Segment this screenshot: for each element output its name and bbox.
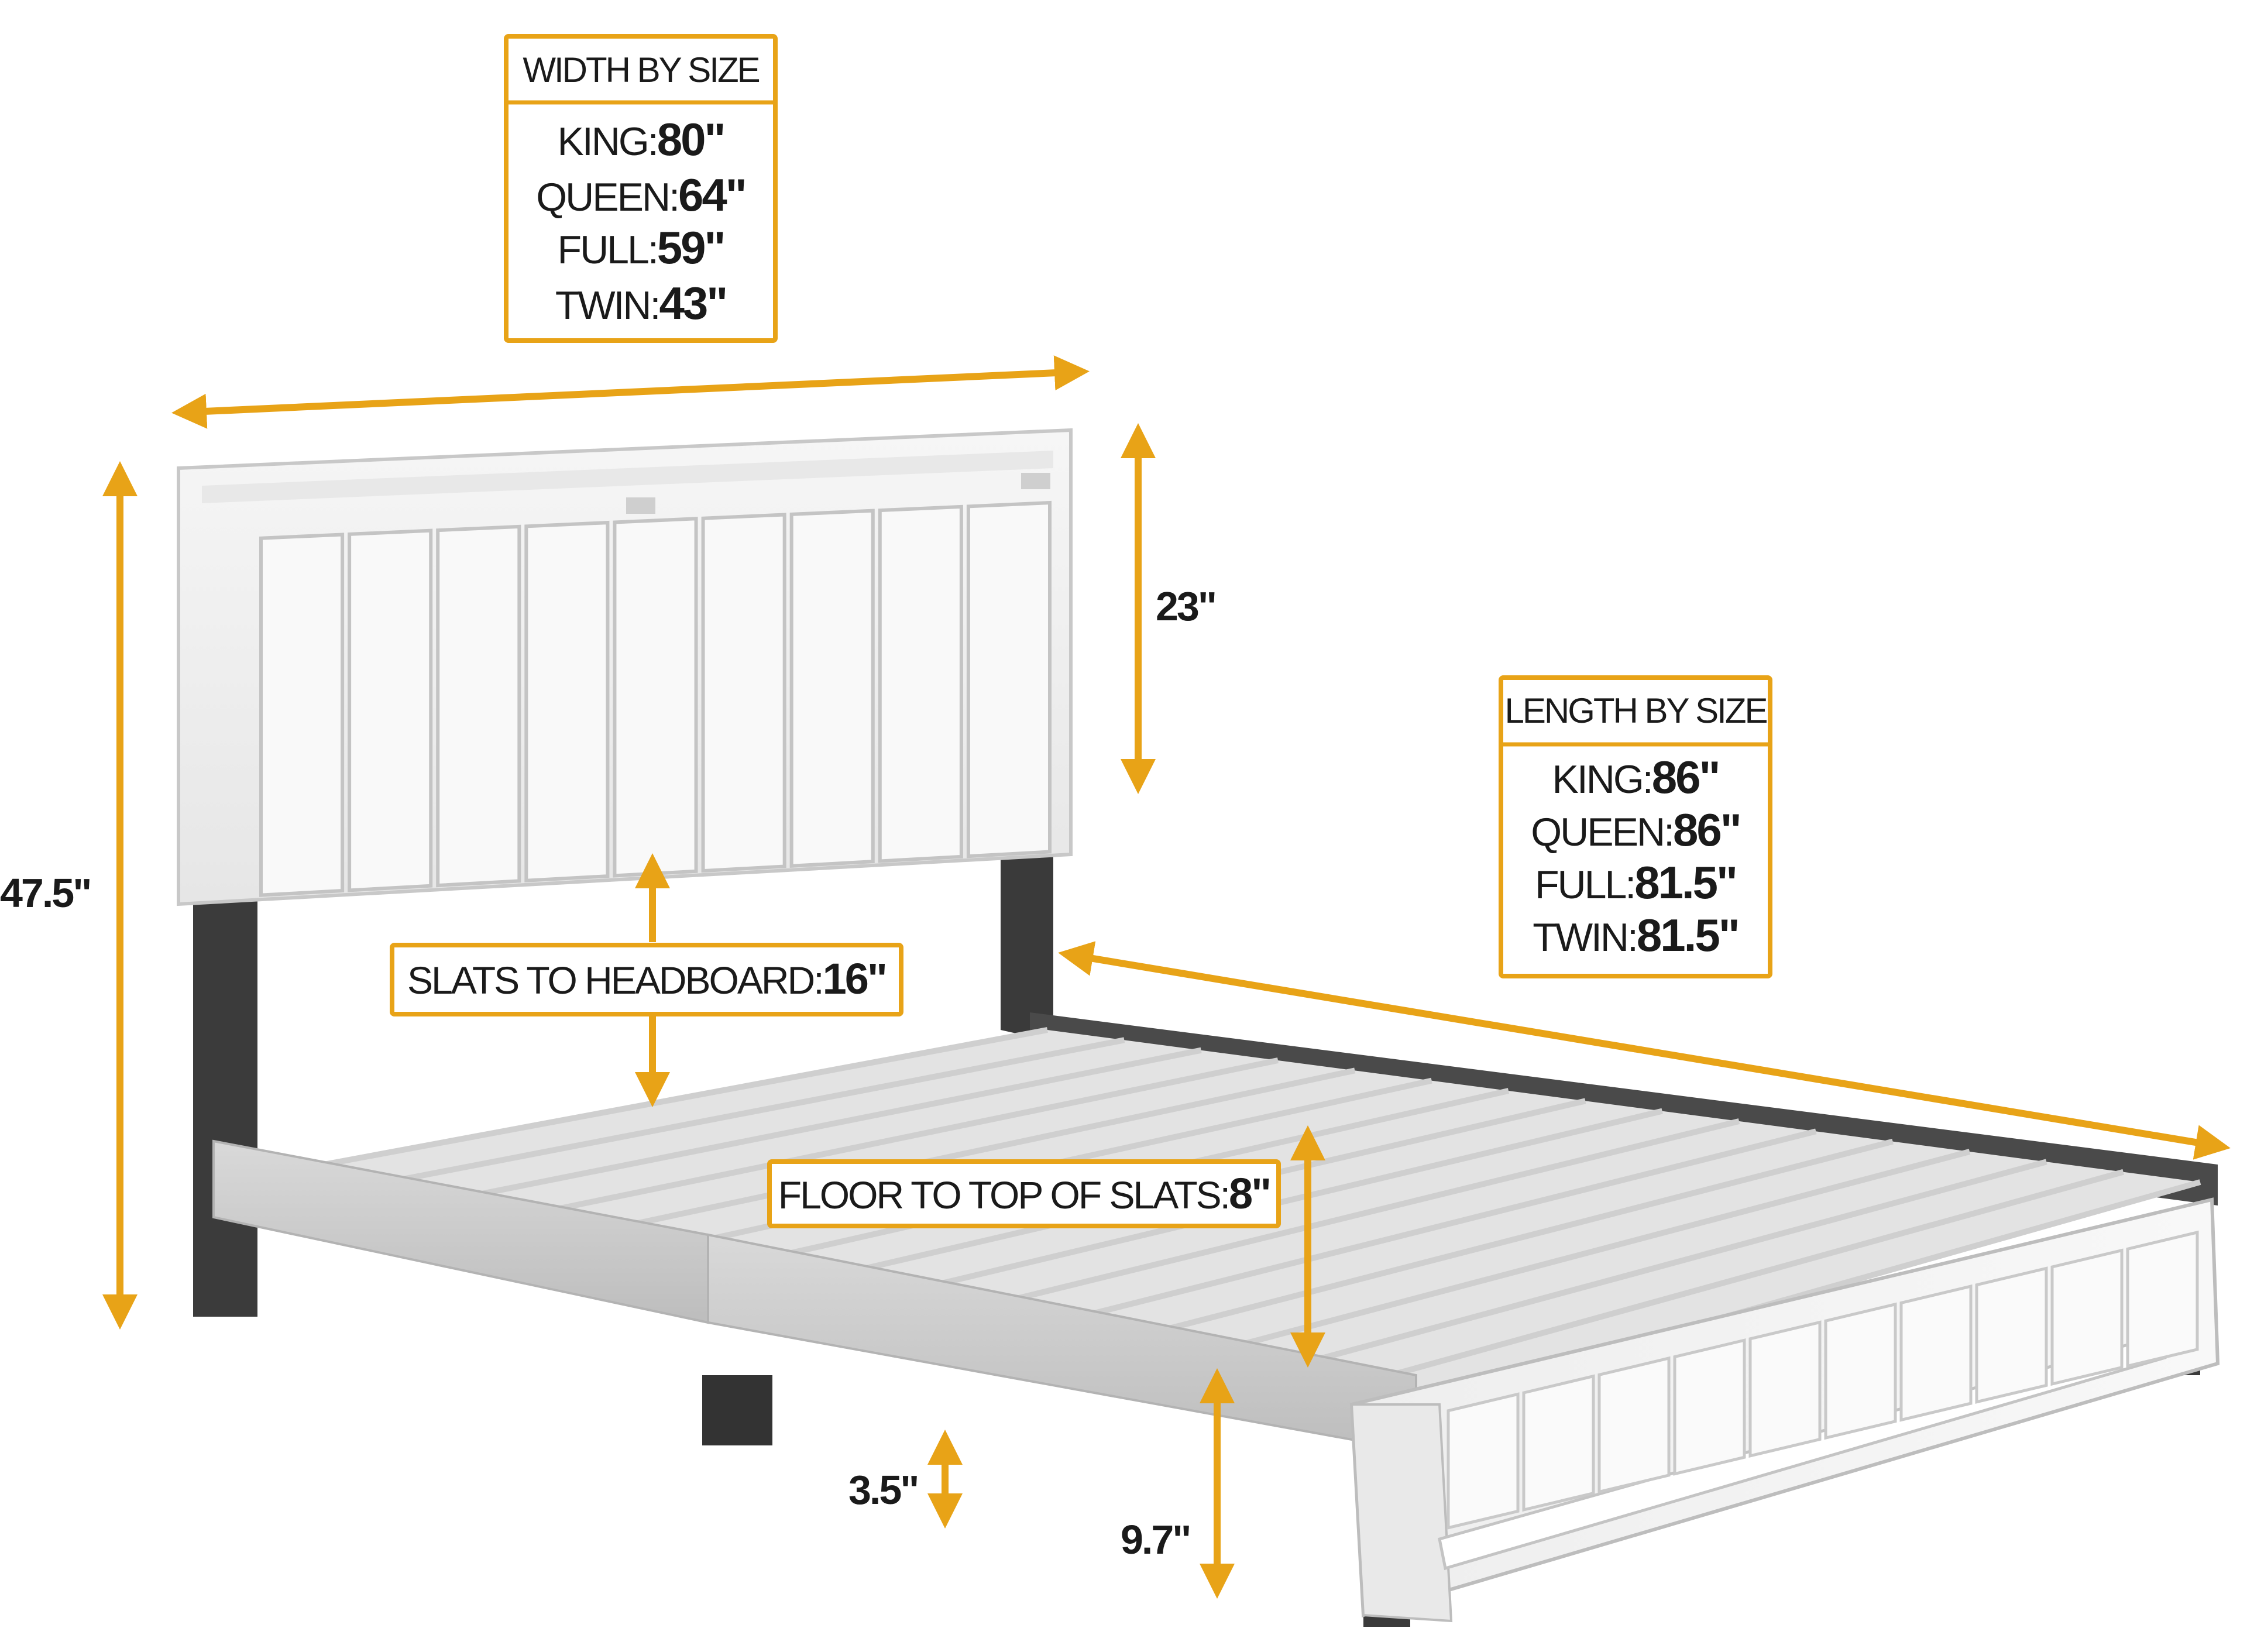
front-left-leg bbox=[702, 1375, 772, 1445]
footboard-panel bbox=[1522, 1374, 1595, 1512]
floor-to-slats-value: 8" bbox=[1229, 1169, 1270, 1218]
headboard-panel bbox=[524, 520, 610, 882]
width-row-queen: QUEEN:64" bbox=[536, 169, 745, 221]
headboard-height-label: 23" bbox=[1156, 583, 1215, 629]
bed-slat bbox=[1265, 1159, 2047, 1376]
headboard-panel bbox=[436, 524, 521, 888]
dimension-arrows bbox=[102, 355, 2231, 1599]
headboard-panel bbox=[966, 500, 1052, 858]
headboard-slot-left bbox=[626, 497, 655, 514]
bed-slat bbox=[1340, 1169, 2125, 1392]
headboard-panel bbox=[878, 504, 963, 863]
footboard-panel bbox=[2126, 1230, 2199, 1368]
width-row-king: KING:80" bbox=[558, 114, 724, 165]
footboard-panel bbox=[1824, 1302, 1897, 1440]
headboard-right-post bbox=[1001, 808, 1053, 1042]
svg-text:FLOOR TO TOP OF SLATS:8": FLOOR TO TOP OF SLATS:8" bbox=[778, 1169, 1270, 1218]
width-arrow bbox=[171, 355, 1090, 429]
width-row-twin: TWIN:43" bbox=[555, 277, 726, 329]
footboard-panel bbox=[2050, 1248, 2124, 1386]
width-row-full: FULL:59" bbox=[558, 222, 724, 273]
headboard-slot-right bbox=[1021, 473, 1050, 489]
length-by-size-box: LENGTH BY SIZE KING:86" QUEEN:86" FULL:8… bbox=[1499, 675, 1772, 978]
length-row-queen: QUEEN:86" bbox=[1531, 804, 1740, 856]
floor-to-slats-callout: FLOOR TO TOP OF SLATS:8" bbox=[767, 1159, 1281, 1228]
footboard-panel bbox=[1673, 1338, 1746, 1476]
slats-to-headboard-value: 16" bbox=[823, 954, 886, 1003]
leg-clearance-label: 3.5" bbox=[848, 1467, 918, 1513]
rail-height-label: 9.7" bbox=[1121, 1517, 1190, 1562]
headboard-panel bbox=[613, 517, 698, 878]
headboard bbox=[177, 428, 1073, 906]
width-by-size-box: WIDTH BY SIZE KING:80" QUEEN:64" FULL:59… bbox=[504, 34, 778, 343]
footboard bbox=[1349, 1197, 2220, 1623]
bed-slat bbox=[1040, 1128, 1817, 1330]
headboard-panel bbox=[701, 513, 786, 873]
footboard-panel bbox=[1447, 1392, 1520, 1530]
footboard-panel bbox=[1597, 1356, 1671, 1494]
floor-to-slats-label: FLOOR TO TOP OF SLATS: bbox=[778, 1173, 1229, 1217]
headboard-panel bbox=[348, 528, 433, 892]
svg-text:SLATS TO HEADBOARD:16": SLATS TO HEADBOARD:16" bbox=[407, 954, 886, 1003]
footboard-panel bbox=[1975, 1266, 2048, 1404]
width-box-title: WIDTH BY SIZE bbox=[523, 50, 759, 90]
bed-slat bbox=[1115, 1138, 1894, 1345]
headboard-panel bbox=[789, 509, 875, 868]
bed-slat bbox=[292, 1027, 1048, 1173]
length-box-title: LENGTH BY SIZE bbox=[1504, 691, 1767, 730]
total-height-label: 47.5" bbox=[0, 870, 90, 916]
length-row-full: FULL:81.5" bbox=[1535, 857, 1736, 908]
slats-to-headboard-callout: SLATS TO HEADBOARD:16" bbox=[390, 943, 903, 1016]
headboard-left-post bbox=[193, 901, 257, 1317]
slats-to-headboard-label: SLATS TO HEADBOARD: bbox=[407, 959, 823, 1002]
length-row-king: KING:86" bbox=[1552, 751, 1719, 803]
footboard-panel bbox=[1899, 1284, 1973, 1422]
footboard-panel bbox=[1748, 1320, 1822, 1458]
bed-slat bbox=[367, 1037, 1125, 1189]
headboard-panel bbox=[259, 533, 345, 897]
length-row-twin: TWIN:81.5" bbox=[1533, 909, 1738, 961]
length-arrow bbox=[1058, 941, 2231, 1160]
